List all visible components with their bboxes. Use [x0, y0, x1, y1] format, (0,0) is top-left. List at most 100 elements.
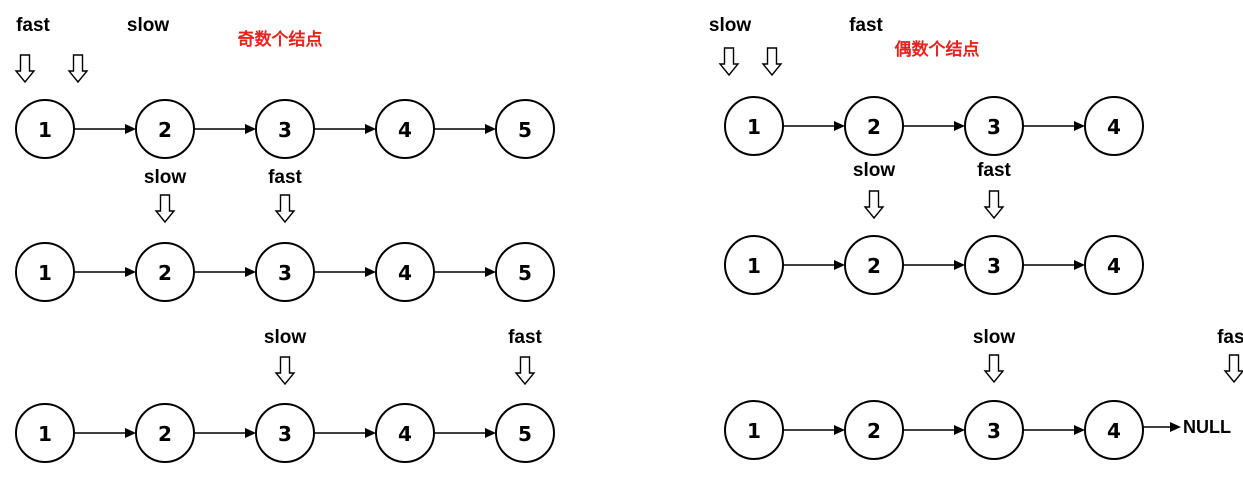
slow-pointer-label: slow: [709, 15, 751, 36]
node-value: 4: [1107, 115, 1121, 139]
edge-0-1-1-head: [245, 267, 256, 277]
slow-pointer-arrow: [718, 47, 740, 77]
edge-1-0-1-head: [954, 121, 965, 131]
null-label: NULL: [1183, 417, 1231, 437]
list-node: [1084, 235, 1144, 295]
node-value: 3: [278, 118, 292, 142]
edge-1-0-2-head: [1074, 121, 1085, 131]
slow-pointer-arrow: [274, 356, 296, 386]
list-node: [15, 99, 75, 159]
odd-panel-title: 奇数个结点: [238, 29, 323, 50]
node-value: 5: [518, 422, 532, 446]
fast-pointer-arrow: [14, 54, 36, 84]
slow-pointer-arrow: [154, 194, 176, 224]
edge-0-0-0-head: [125, 124, 136, 134]
tail-edge-1-2-head: [1170, 422, 1181, 432]
list-node: [255, 403, 315, 463]
node-value: 2: [867, 115, 881, 139]
edge-0-0-1-head: [245, 124, 256, 134]
edge-1-0-0-head: [834, 121, 845, 131]
edge-0-2-3-head: [485, 428, 496, 438]
slow-pointer-label: slow: [127, 15, 169, 36]
slow-pointer-label: slow: [973, 327, 1015, 348]
node-value: 1: [747, 419, 761, 443]
node-value: 4: [1107, 419, 1121, 443]
fast-pointer-arrow: [761, 47, 783, 77]
node-value: 1: [747, 254, 761, 278]
list-node: [724, 235, 784, 295]
node-value: 1: [747, 115, 761, 139]
edge-0-0-3-head: [485, 124, 496, 134]
edge-1-2-2-head: [1074, 425, 1085, 435]
list-node: [495, 99, 555, 159]
list-node: [495, 242, 555, 302]
edge-0-2-1-head: [245, 428, 256, 438]
list-node: [844, 235, 904, 295]
list-node: [495, 403, 555, 463]
node-value: 1: [38, 118, 52, 142]
list-node: [724, 400, 784, 460]
list-node: [375, 242, 435, 302]
node-value: 2: [158, 261, 172, 285]
list-node: [844, 400, 904, 460]
list-node: [135, 242, 195, 302]
edge-1-1-2-head: [1074, 260, 1085, 270]
edge-0-1-0-head: [125, 267, 136, 277]
node-value: 3: [987, 115, 1001, 139]
edge-1-1-0-head: [834, 260, 845, 270]
node-value: 3: [987, 254, 1001, 278]
list-node: [135, 403, 195, 463]
node-value: 2: [867, 419, 881, 443]
list-node: [255, 99, 315, 159]
node-value: 1: [38, 422, 52, 446]
slow-pointer-label: slow: [853, 160, 895, 181]
list-node: [964, 400, 1024, 460]
node-value: 3: [278, 261, 292, 285]
fast-pointer-arrow: [1223, 354, 1243, 384]
node-value: 3: [987, 419, 1001, 443]
node-value: 4: [1107, 254, 1121, 278]
even-panel-title: 偶数个结点: [895, 39, 980, 60]
fast-pointer-label: fast: [977, 160, 1011, 181]
fast-pointer-label: fast: [16, 15, 50, 36]
fast-pointer-label: fast: [849, 15, 883, 36]
list-node: [15, 403, 75, 463]
node-value: 5: [518, 118, 532, 142]
node-value: 4: [398, 261, 412, 285]
node-value: 2: [158, 118, 172, 142]
rows-layer: 1 2 3 4 5 fast slow 1 2 3 4 5 slow fast 1 2 3 4 5 slow fast 1…: [14, 15, 1243, 463]
list-node: [1084, 400, 1144, 460]
list-node: [964, 235, 1024, 295]
edge-0-2-0-head: [125, 428, 136, 438]
list-node: [964, 96, 1024, 156]
edge-1-1-1-head: [954, 260, 965, 270]
list-node: [255, 242, 315, 302]
edge-0-1-2-head: [365, 267, 376, 277]
slow-pointer-label: slow: [264, 327, 306, 348]
node-value: 3: [278, 422, 292, 446]
node-value: 2: [158, 422, 172, 446]
fast-pointer-label: fast: [268, 167, 302, 188]
edge-0-1-3-head: [485, 267, 496, 277]
slow-pointer-label: slow: [144, 167, 186, 188]
slow-pointer-arrow: [67, 54, 89, 84]
list-node: [1084, 96, 1144, 156]
list-node: [724, 96, 784, 156]
node-value: 4: [398, 118, 412, 142]
fast-pointer-arrow: [983, 190, 1005, 220]
edge-0-0-2-head: [365, 124, 376, 134]
slow-pointer-arrow: [863, 190, 885, 220]
list-node: [844, 96, 904, 156]
edge-0-2-2-head: [365, 428, 376, 438]
list-node: [135, 99, 195, 159]
list-node: [375, 99, 435, 159]
node-value: 5: [518, 261, 532, 285]
fast-pointer-arrow: [274, 194, 296, 224]
fast-pointer-arrow: [514, 356, 536, 386]
fast-pointer-label: fast: [508, 327, 542, 348]
node-value: 1: [38, 261, 52, 285]
node-value: 2: [867, 254, 881, 278]
fast-pointer-label: fast: [1217, 327, 1243, 348]
list-node: [15, 242, 75, 302]
